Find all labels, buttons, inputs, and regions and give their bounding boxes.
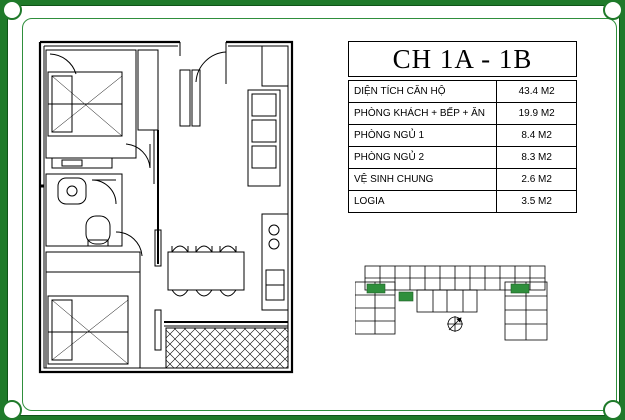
bed-2 [47,295,129,365]
highlighted-unit-left [366,283,386,294]
highlighted-unit-center [398,291,414,302]
apartment-floor-plan [38,40,294,374]
table-row: PHÒNG NGỦ 2 8.3 M2 [347,146,577,169]
table-row: LOGIA 3.5 M2 [347,190,577,213]
corner-ornament-bottom-right [603,400,623,420]
area-value: 19.9 M2 [496,102,577,125]
bedroom-2 [45,251,141,369]
dining-table [167,251,245,291]
area-table: DIỆN TÍCH CĂN HỘ 43.4 M2 PHÒNG KHÁCH + B… [347,80,577,213]
toilet [85,215,111,245]
inner-border [22,18,617,411]
wardrobe-1 [137,49,159,131]
unit-title-box: CH 1A - 1B [348,41,577,77]
corner-ornament-top-right [603,0,623,20]
building-key-plan [355,265,548,341]
area-value: 2.6 M2 [496,168,577,191]
area-name: PHÒNG KHÁCH + BẾP + ĂN [347,102,498,125]
sofa [247,89,281,187]
corner-ornament-top-left [2,0,22,20]
area-value: 8.4 M2 [496,124,577,147]
table-row: DIỆN TÍCH CĂN HỘ 43.4 M2 [347,80,577,103]
unit-title: CH 1A - 1B [392,43,533,74]
area-name: LOGIA [347,190,498,213]
bathroom [45,173,123,247]
sink [57,177,87,205]
compass-icon [447,316,463,332]
logia-lattice [165,327,289,369]
area-name: PHÒNG NGỦ 2 [347,146,498,169]
kitchen-counter [261,213,289,311]
area-value: 8.3 M2 [496,146,577,169]
table-row: PHÒNG NGỦ 1 8.4 M2 [347,124,577,147]
highlighted-unit-right [510,283,530,294]
area-name: PHÒNG NGỦ 1 [347,124,498,147]
corner-ornament-bottom-left [2,400,22,420]
area-value: 3.5 M2 [496,190,577,213]
table-row: VỆ SINH CHUNG 2.6 M2 [347,168,577,191]
area-name: VỆ SINH CHUNG [347,168,498,191]
area-value: 43.4 M2 [496,80,577,103]
table-row: PHÒNG KHÁCH + BẾP + ĂN 19.9 M2 [347,102,577,125]
wardrobe-2 [45,251,141,273]
area-name: DIỆN TÍCH CĂN HỘ [347,80,498,103]
